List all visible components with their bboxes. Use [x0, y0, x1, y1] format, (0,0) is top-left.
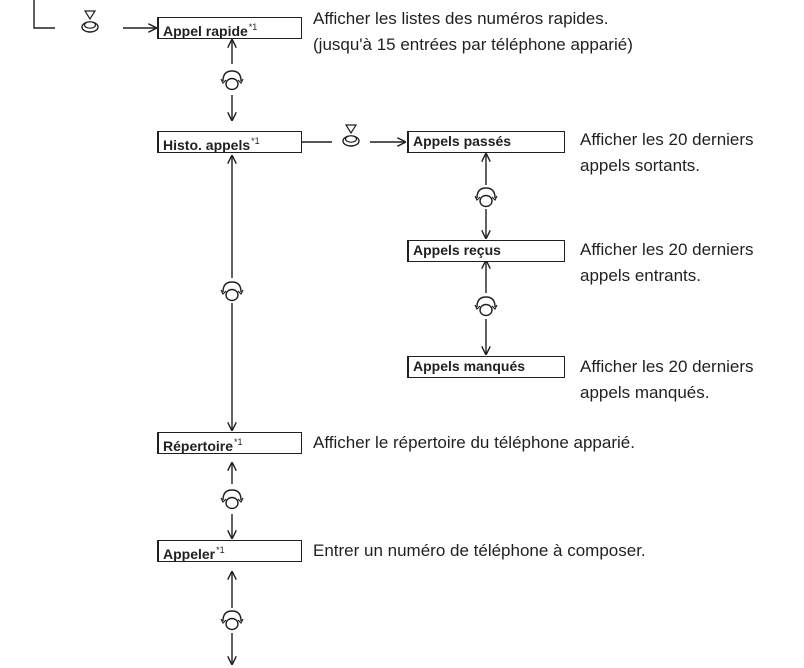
knob-press-icon — [81, 10, 99, 33]
knob-rotate-icon — [474, 296, 498, 317]
menu-item-label: Appels passés — [413, 133, 512, 149]
description-appels-recus: Afficher les 20 derniers appels entrants… — [580, 237, 754, 289]
description-line: appels manqués. — [580, 383, 710, 402]
knob-rotate-icon — [220, 281, 244, 302]
description-line: Afficher les listes des numéros rapides. — [313, 9, 609, 28]
description-line: Entrer un numéro de téléphone à composer… — [313, 541, 646, 560]
knob-rotate-icon — [220, 70, 244, 91]
knob-rotate-icon — [220, 610, 244, 631]
knob-rotate-icon — [220, 489, 244, 510]
menu-item-label: Histo. appels — [163, 137, 251, 153]
description-repertoire: Afficher le répertoire du téléphone appa… — [313, 430, 635, 456]
menu-item-label: Appel rapide — [163, 23, 248, 39]
menu-item-label: Appels reçus — [413, 242, 501, 258]
footnote-marker: *1 — [248, 22, 258, 32]
menu-item-histo-appels: Histo. appels*1 — [157, 131, 302, 153]
description-appeler: Entrer un numéro de téléphone à composer… — [313, 538, 646, 564]
menu-item-appels-manques: Appels manqués — [407, 356, 565, 378]
entry-connector — [33, 0, 55, 29]
description-line: (jusqu'à 15 entrées par téléphone appari… — [313, 35, 633, 54]
footnote-marker: *1 — [234, 437, 243, 447]
menu-item-appels-passes: Appels passés — [407, 131, 565, 153]
menu-item-label: Appels manqués — [413, 358, 526, 374]
description-line: appels entrants. — [580, 266, 701, 285]
description-line: appels sortants. — [580, 156, 701, 175]
menu-item-appel-rapide: Appel rapide*1 — [157, 17, 302, 39]
description-appels-manques: Afficher les 20 derniers appels manqués. — [580, 354, 754, 406]
menu-item-repertoire: Répertoire*1 — [157, 432, 302, 454]
menu-item-appeler: Appeler*1 — [157, 540, 302, 562]
menu-item-label: Répertoire — [163, 438, 234, 454]
description-line: Afficher les 20 derniers — [580, 130, 754, 149]
description-line: Afficher les 20 derniers — [580, 357, 754, 376]
description-line: Afficher les 20 derniers — [580, 240, 754, 259]
menu-item-label: Appeler — [163, 546, 216, 562]
footnote-marker: *1 — [216, 545, 225, 555]
knob-rotate-icon — [474, 187, 498, 208]
description-appel-rapide: Afficher les listes des numéros rapides.… — [313, 6, 633, 58]
description-line: Afficher le répertoire du téléphone appa… — [313, 433, 635, 452]
knob-press-icon — [342, 124, 360, 147]
description-appels-passes: Afficher les 20 derniers appels sortants… — [580, 127, 754, 179]
footnote-marker: *1 — [251, 136, 260, 146]
menu-item-appels-recus: Appels reçus — [407, 240, 565, 262]
